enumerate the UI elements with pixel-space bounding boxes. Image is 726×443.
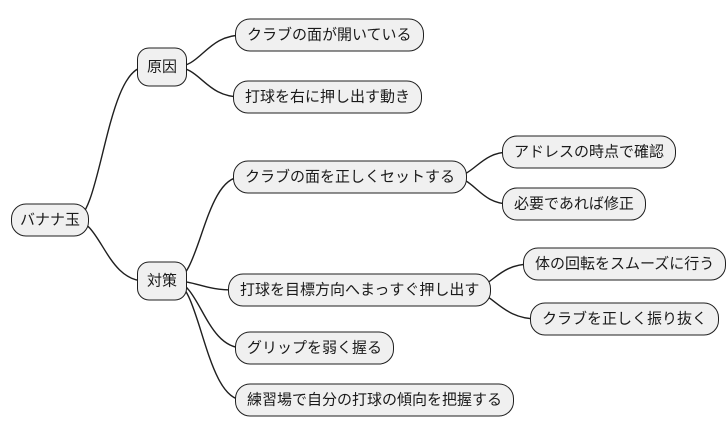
node-cause: 原因 bbox=[137, 47, 188, 87]
edge-root-cause bbox=[73, 66, 146, 221]
node-countermeasures: 対策 bbox=[137, 261, 188, 301]
node-smooth-body-rotation: 体の回転をスムーズに行う bbox=[523, 247, 726, 281]
node-banana-ball: バナナ玉 bbox=[11, 203, 90, 237]
node-swing-through-correctly: クラブを正しく振り抜く bbox=[530, 302, 720, 336]
node-push-ball-right: 打球を右に押し出す動き bbox=[233, 80, 423, 114]
node-fix-if-needed: 必要であれば修正 bbox=[502, 187, 646, 221]
node-clubface-open: クラブの面が開いている bbox=[235, 18, 424, 52]
node-check-at-address: アドレスの時点で確認 bbox=[502, 135, 677, 169]
node-practice-range-tendency: 練習場で自分の打球の傾向を把握する bbox=[235, 383, 515, 417]
node-weak-grip: グリップを弱く握る bbox=[235, 331, 395, 365]
node-set-clubface-correctly: クラブの面を正しくセットする bbox=[233, 160, 468, 194]
node-push-straight-to-target: 打球を目標方向へまっすぐ押し出す bbox=[228, 273, 492, 307]
